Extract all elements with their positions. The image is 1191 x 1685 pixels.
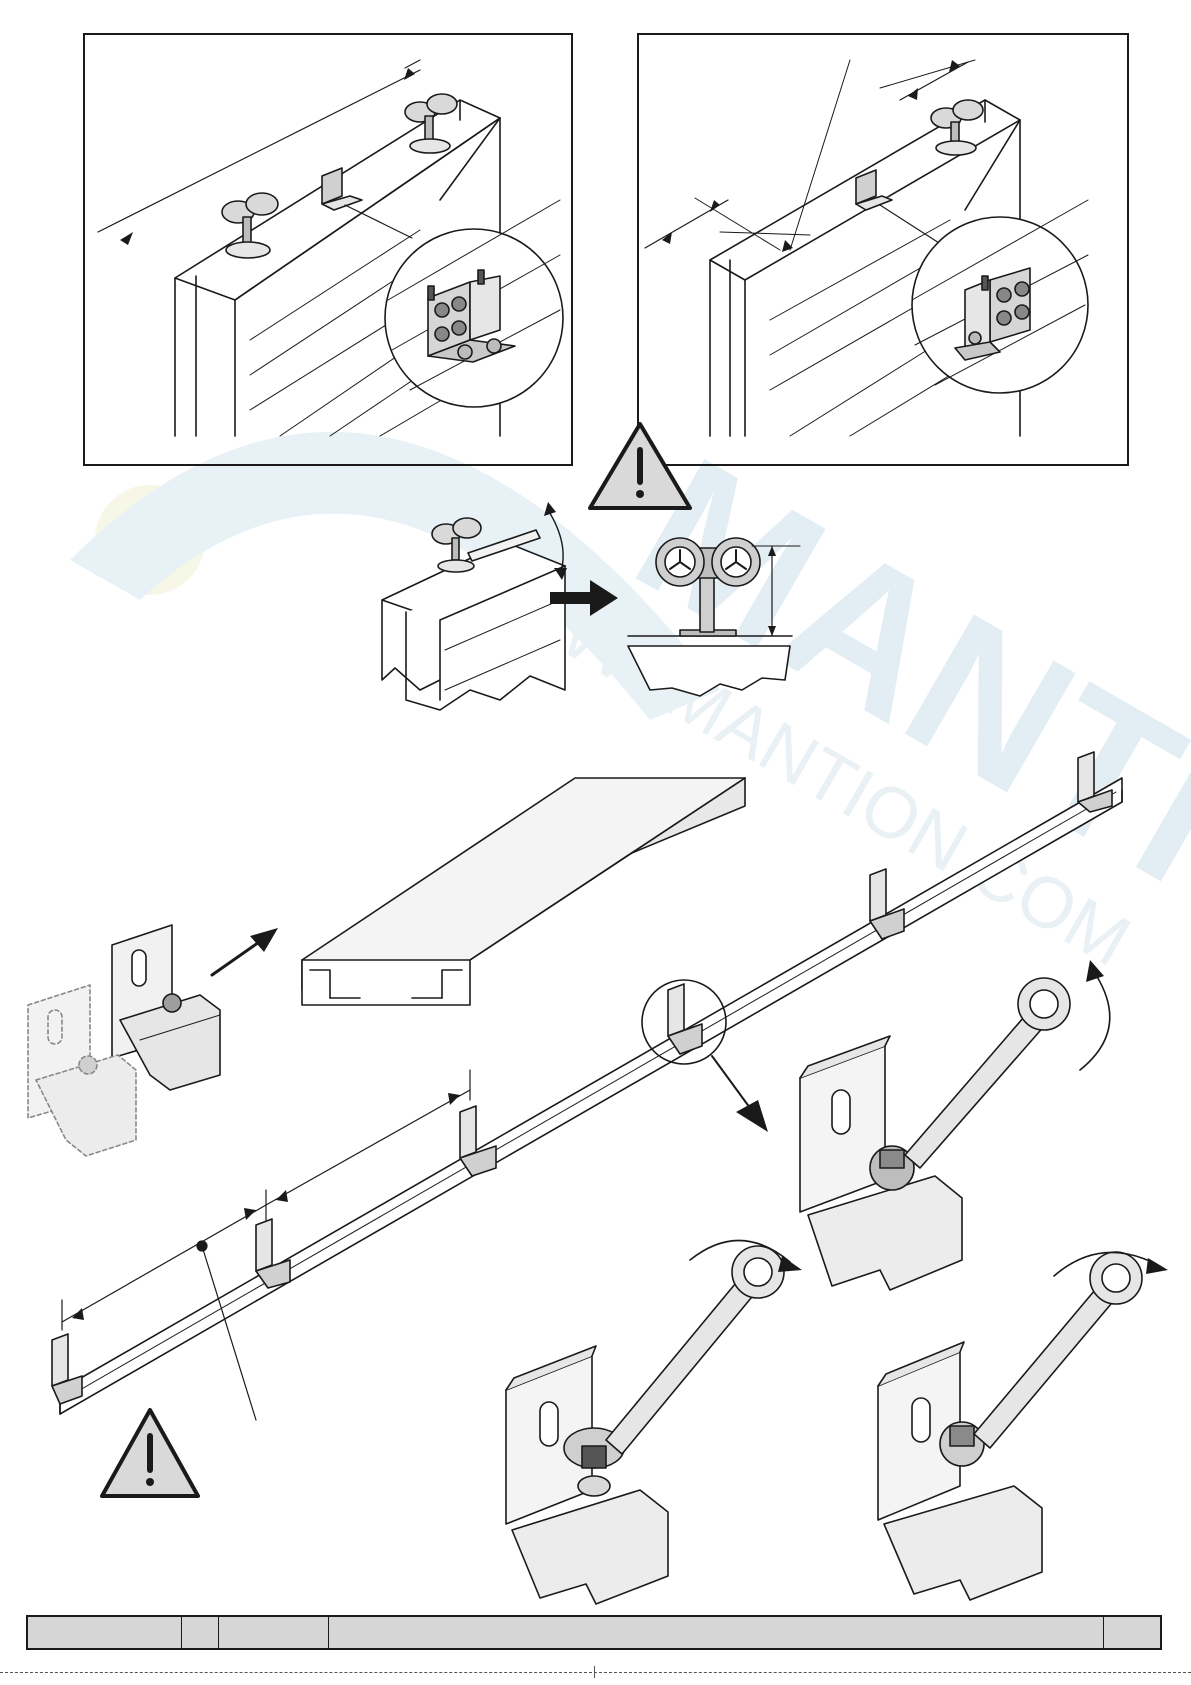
rotation-arrow-icon [1080,975,1110,1070]
wrench-icon [905,1010,1046,1168]
rail-profile [302,778,745,1005]
rail-bracket-2 [256,1219,290,1288]
footer-cell-5 [1104,1617,1160,1648]
bottom-center-mark [594,1666,595,1678]
wrench-detail-left [506,1240,802,1604]
hanger-front-view [628,538,800,696]
footer-cell-1 [28,1617,182,1648]
wrench-icon [606,1278,756,1454]
rail-arrow-icon [212,928,278,975]
wrench-icon [974,1284,1116,1448]
detail-circle-left [385,200,563,407]
footer-cell-2 [182,1617,219,1648]
rail-bracket-5 [870,869,904,939]
detail-circle-right [912,200,1088,393]
detail-arrow-icon [712,1056,768,1132]
footer-cell-3 [219,1617,329,1648]
wrench-detail-top [800,960,1110,1290]
warning-lower [102,1410,198,1496]
rail-bracket-4 [668,984,702,1054]
rail-bracket-6 [1078,752,1112,812]
warning-upper [590,424,690,508]
wrench-detail-right [878,1252,1168,1600]
footer-cell-4 [329,1617,1104,1648]
footer-table [26,1615,1162,1650]
bottom-cut-line [0,1672,1191,1674]
rail-bracket-1 [52,1334,82,1404]
